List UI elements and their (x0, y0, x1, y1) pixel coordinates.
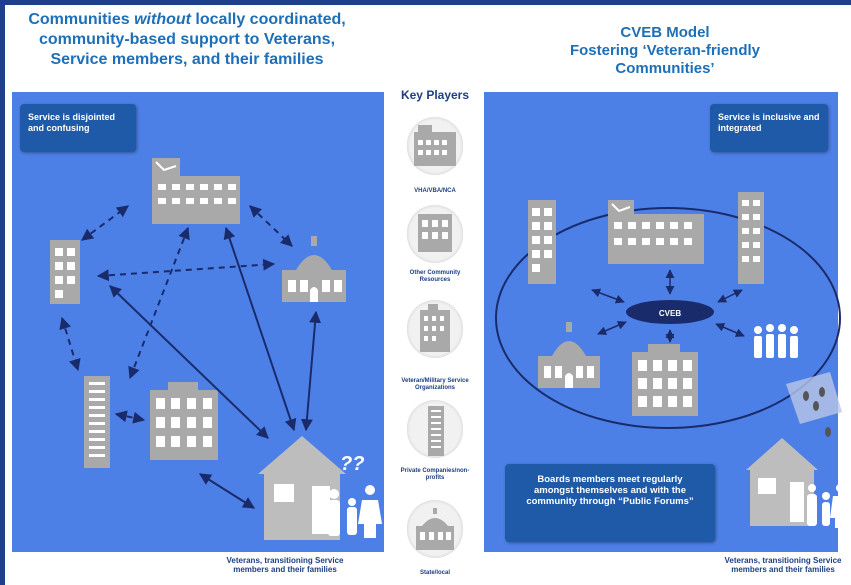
left-title-part1: Communities (28, 11, 135, 28)
left-callout: Service is disjointed and confusing (20, 104, 136, 152)
cveb-label: CVEB (659, 309, 681, 318)
right-callout: Service is inclusive and integrated (710, 104, 828, 152)
left-federal-building-icon (152, 158, 240, 224)
top-border (0, 0, 851, 5)
left-office-building-icon (150, 382, 218, 460)
key-players-title: Key Players (400, 88, 470, 102)
community-building-icon (418, 214, 452, 252)
right-house-icon (746, 438, 818, 526)
right-office-building-icon (632, 344, 698, 416)
left-title-part2: locally coordinated, community-based sup… (38, 11, 346, 68)
right-title-line1: CVEB Model (620, 24, 710, 41)
left-title-emphasis: without (134, 11, 191, 28)
right-people-group-icon (754, 324, 798, 358)
left-caption: Veterans, transitioning Service members … (226, 556, 344, 574)
right-tall-tower-icon (738, 192, 764, 284)
community-ellipse (495, 207, 841, 429)
bottom-callout: Boards members meet regularly amongst th… (505, 464, 715, 542)
key-label-2: Other Community Resources (409, 270, 461, 283)
right-family-icon (807, 484, 850, 528)
federal-building-icon (414, 125, 456, 166)
right-panel-title: CVEB Model Fostering ‘Veteran-friendly C… (510, 24, 820, 78)
left-house-icon (258, 436, 346, 540)
key-label-1: VHA/VBA/NCA (414, 188, 456, 194)
office-building-icon (420, 304, 450, 352)
right-caption: Veterans, transitioning Service members … (724, 556, 842, 574)
left-border (0, 0, 5, 585)
key-label-4: Private Companies/non-profits (400, 468, 470, 481)
right-federal-building-icon (608, 200, 704, 264)
left-panel-title: Communities without locally coordinated,… (22, 10, 352, 70)
key-label-3: Veteran/Military Service Organizations (401, 378, 469, 391)
right-connector-arrows (591, 269, 745, 343)
right-title-line2: Fostering ‘Veteran-friendly (569, 42, 761, 59)
left-tall-tower-icon (84, 376, 110, 468)
right-tower-left-icon (528, 200, 556, 284)
footsteps-icon (786, 372, 842, 437)
cveb-node (626, 300, 714, 324)
left-small-building-icon (50, 240, 80, 304)
tower-icon (428, 406, 444, 456)
right-title-line3: Communities’ (615, 60, 715, 77)
capitol-icon (416, 508, 454, 550)
right-capitol-icon (538, 322, 600, 388)
key-label-5: State/local (419, 570, 450, 576)
left-solid-arrows (109, 226, 322, 509)
question-marks: ?? (340, 453, 364, 475)
left-family-icon (328, 485, 382, 538)
